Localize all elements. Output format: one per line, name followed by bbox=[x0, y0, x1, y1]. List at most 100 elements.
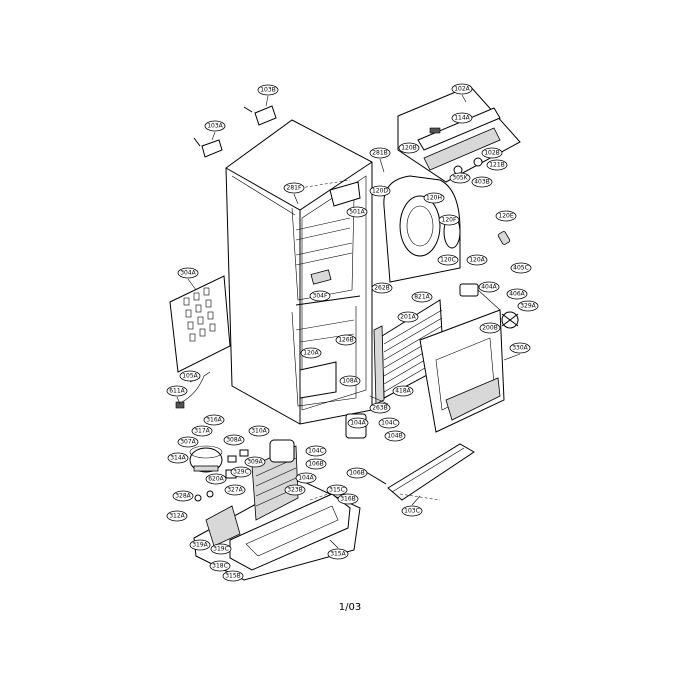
callout-ellipse bbox=[295, 472, 317, 484]
callout-text: 200B bbox=[482, 325, 498, 332]
callout-ellipse bbox=[495, 210, 517, 222]
duct-panel bbox=[419, 309, 505, 433]
callout-323b: 323B bbox=[284, 484, 306, 496]
callout-ellipse bbox=[224, 484, 246, 496]
callout-text: 281B bbox=[372, 150, 388, 157]
callout-text: 318C bbox=[212, 563, 228, 570]
callout-ellipse bbox=[451, 83, 473, 95]
callout-text: 315B bbox=[225, 573, 241, 580]
callout-text: 102B bbox=[484, 150, 500, 157]
callout-text: 310A bbox=[251, 428, 267, 435]
callout-120h: 120H bbox=[423, 192, 445, 204]
callout-text: 406A bbox=[509, 291, 525, 298]
callout-text: 317A bbox=[194, 428, 210, 435]
callout-307a: 307A bbox=[177, 436, 199, 448]
callout-ellipse bbox=[203, 414, 225, 426]
callout-403b: 403B bbox=[471, 176, 493, 188]
page-number: 1/03 bbox=[338, 602, 362, 613]
callout-126b: 126B bbox=[335, 334, 357, 346]
callout-ellipse bbox=[244, 456, 266, 468]
callout-text: 328A bbox=[175, 493, 191, 500]
evaporator-cover bbox=[383, 175, 511, 283]
callout-404a: 404A bbox=[478, 281, 500, 293]
callout-329c: 329C bbox=[230, 466, 252, 478]
callout-ellipse bbox=[423, 192, 445, 204]
callout-ellipse bbox=[397, 311, 419, 323]
callout-ellipse bbox=[346, 467, 368, 479]
callout-text: 103B bbox=[260, 87, 276, 94]
callout-821a: 821A bbox=[411, 291, 433, 303]
callout-102a: 102A bbox=[451, 83, 473, 95]
compressor bbox=[189, 445, 223, 473]
callout-315c: 315C bbox=[326, 484, 348, 496]
callout-text: 104C bbox=[381, 420, 397, 427]
callout-text: 263B bbox=[372, 405, 388, 412]
callout-ellipse bbox=[510, 262, 532, 274]
callout-ellipse bbox=[210, 543, 232, 555]
callout-ellipse bbox=[398, 142, 420, 154]
callout-319c: 319C bbox=[210, 543, 232, 555]
callout-ellipse bbox=[335, 334, 357, 346]
callout-ellipse bbox=[189, 539, 211, 551]
control-box-detail bbox=[397, 85, 521, 183]
top-hinges bbox=[193, 105, 277, 158]
fan-motor bbox=[459, 283, 519, 329]
callout-ellipse bbox=[167, 452, 189, 464]
callout-text: 120B bbox=[401, 145, 417, 152]
callout-121b: 121B bbox=[486, 159, 508, 171]
callout-text: 120A bbox=[469, 257, 485, 264]
callout-text: 319C bbox=[213, 546, 229, 553]
callout-text: 103A bbox=[207, 123, 223, 130]
callout-text: 120A bbox=[303, 350, 319, 357]
callout-text: 501A bbox=[349, 209, 365, 216]
callout-ellipse bbox=[371, 282, 393, 294]
callout-text: 281F bbox=[287, 185, 302, 192]
callout-text: 304A bbox=[180, 270, 196, 277]
callout-text: 314A bbox=[170, 455, 186, 462]
callout-ellipse bbox=[230, 466, 252, 478]
callout-text: 329C bbox=[233, 469, 249, 476]
callout-text: 262B bbox=[374, 285, 390, 292]
callout-ellipse bbox=[177, 267, 199, 279]
callout-ellipse bbox=[478, 281, 500, 293]
callout-ellipse bbox=[248, 425, 270, 437]
callout-108a: 108A bbox=[339, 375, 361, 387]
callout-406a: 406A bbox=[506, 288, 528, 300]
callout-319a: 319A bbox=[189, 539, 211, 551]
callout-text: 120E bbox=[498, 213, 513, 220]
callout-ellipse bbox=[471, 176, 493, 188]
callout-ellipse bbox=[451, 112, 473, 124]
callout-ellipse bbox=[437, 254, 459, 266]
front-grille bbox=[365, 443, 475, 501]
callout-text: 307A bbox=[180, 439, 196, 446]
callout-106b: 106B bbox=[346, 467, 368, 479]
callout-304f: 304F bbox=[309, 290, 331, 302]
callout-ellipse bbox=[466, 254, 488, 266]
callout-text: 120H bbox=[426, 195, 442, 202]
callout-ellipse bbox=[191, 425, 213, 437]
callout-text: 105A bbox=[182, 373, 198, 380]
callout-104c: 104C bbox=[305, 445, 327, 457]
callout-text: 821A bbox=[414, 294, 430, 301]
callout-103b: 103B bbox=[257, 84, 279, 96]
callout-ellipse bbox=[517, 300, 539, 312]
callout-text: 108A bbox=[342, 378, 358, 385]
callout-ellipse bbox=[347, 417, 369, 429]
callout-ellipse bbox=[481, 147, 503, 159]
callout-104c: 104C bbox=[378, 417, 400, 429]
callout-ellipse bbox=[300, 347, 322, 359]
callout-200b: 200B bbox=[479, 322, 501, 334]
callout-ellipse bbox=[438, 214, 460, 226]
callout-120e: 120E bbox=[495, 210, 517, 222]
callout-418a: 418A bbox=[392, 385, 414, 397]
callout-text: 103C bbox=[404, 508, 420, 515]
callout-120c: 120C bbox=[437, 254, 459, 266]
callout-ellipse bbox=[327, 548, 349, 560]
callout-103c: 103C bbox=[401, 505, 423, 517]
callout-ellipse bbox=[305, 458, 327, 470]
callout-ellipse bbox=[179, 370, 201, 382]
callout-ellipse bbox=[205, 473, 227, 485]
callout-ellipse bbox=[411, 291, 433, 303]
callout-text: 319A bbox=[192, 542, 208, 549]
callout-327a: 327A bbox=[224, 484, 246, 496]
